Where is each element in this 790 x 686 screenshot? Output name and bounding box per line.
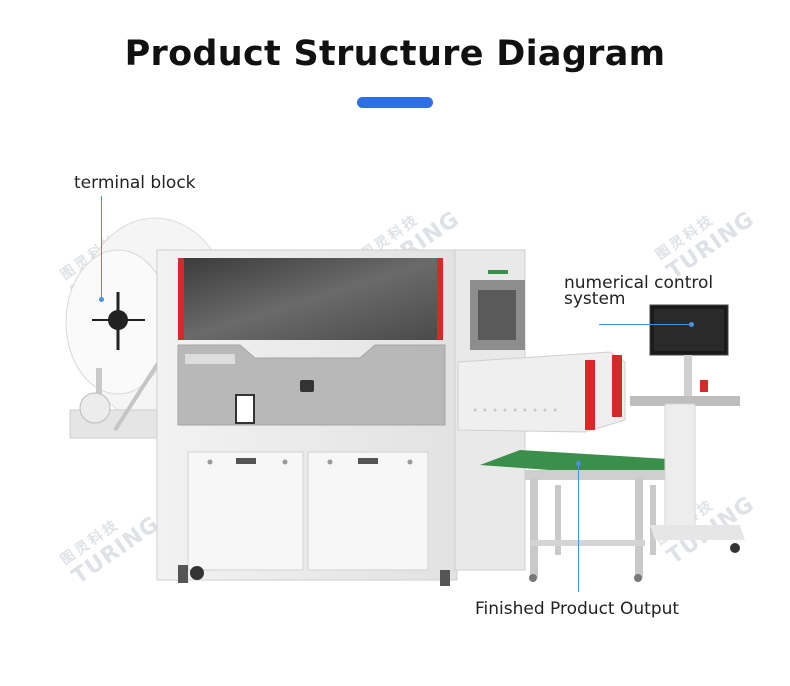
title-accent-bar — [357, 97, 433, 108]
leader-dot-numerical-control — [689, 322, 694, 327]
page-title: Product Structure Diagram — [124, 34, 666, 74]
callout-label-terminal-block: terminal block — [74, 173, 196, 193]
conveyor — [480, 450, 685, 582]
leader-line-numerical-control — [599, 324, 691, 325]
leader-dot-finished-product-output — [576, 461, 581, 466]
main-machine-body — [156, 249, 526, 586]
control-terminal — [630, 304, 745, 553]
leader-dot-terminal-block — [99, 297, 104, 302]
side-module — [457, 351, 626, 433]
leader-line-finished-product-output — [578, 464, 579, 592]
leader-line-terminal-block — [101, 196, 102, 298]
callout-label-finished-product-output: Finished Product Output — [475, 599, 680, 619]
callout-label-numerical-control: numerical control system — [564, 273, 714, 309]
